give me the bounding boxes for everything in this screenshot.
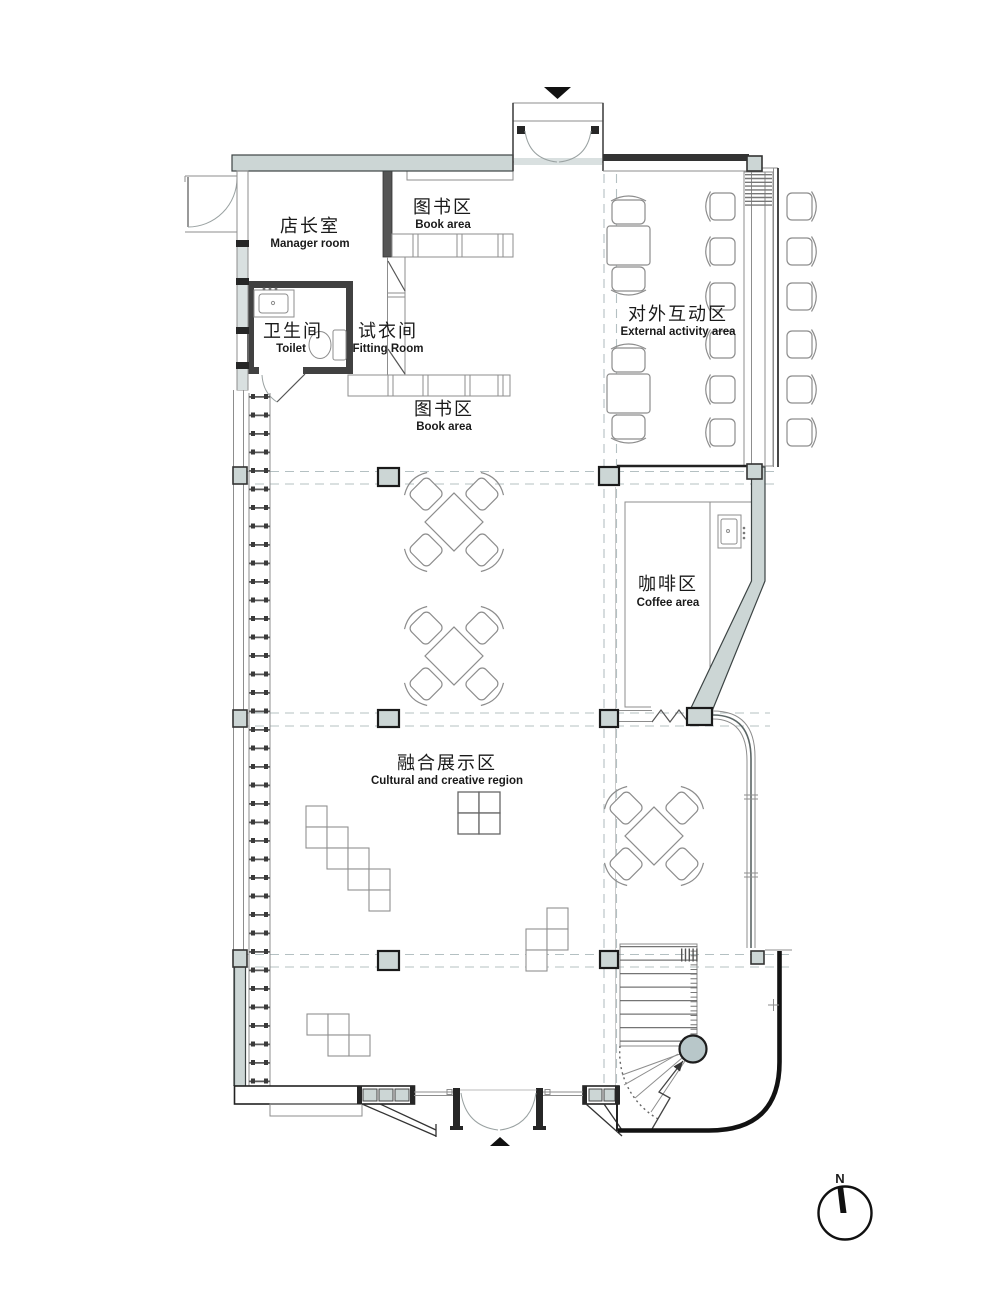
square-table-set bbox=[606, 195, 651, 296]
stair-fan-arc bbox=[618, 1045, 661, 1121]
label-coffee-zh: 咖啡区 bbox=[638, 574, 698, 594]
fitting-closet bbox=[387, 257, 406, 375]
west-entry-door bbox=[184, 175, 238, 233]
external-activity-area bbox=[606, 171, 817, 467]
direction-arrow bbox=[623, 1053, 684, 1130]
compass-needle bbox=[837, 1186, 847, 1213]
shelf-partition-wall bbox=[382, 170, 393, 258]
label-fitting-zh: 试衣间 bbox=[358, 321, 418, 341]
columns bbox=[232, 155, 765, 972]
cube-cluster-c bbox=[525, 907, 569, 972]
wall-column bbox=[232, 709, 248, 728]
label-toilet-en: Toilet bbox=[276, 343, 306, 355]
cube-cluster-d bbox=[306, 1013, 371, 1057]
angled-wall bbox=[689, 466, 766, 711]
label-external-zh: 对外互动区 bbox=[628, 304, 728, 324]
square-table-set bbox=[606, 343, 651, 444]
top-wall-east bbox=[603, 154, 749, 161]
wall-ladder-shelf bbox=[248, 393, 271, 1086]
wall-joint-marker bbox=[768, 999, 779, 1011]
folding-door bbox=[651, 709, 689, 723]
column bbox=[376, 708, 401, 729]
wall-column bbox=[232, 466, 248, 485]
column bbox=[746, 463, 763, 480]
north-compass: N bbox=[817, 1171, 873, 1241]
entry-arrow-north bbox=[544, 87, 571, 99]
cube-cluster-a bbox=[305, 805, 391, 912]
west-wall-upper bbox=[236, 170, 249, 391]
fitting-door-leaf bbox=[387, 348, 406, 375]
label-cultural-zh: 融合展示区 bbox=[397, 753, 497, 773]
label-fitting-en: Fitting Room bbox=[353, 343, 424, 355]
label-book-mid-zh: 图书区 bbox=[414, 399, 474, 419]
label-book-mid-en: Book area bbox=[416, 421, 472, 433]
diamond-tables bbox=[400, 468, 708, 890]
cube-cluster-b bbox=[457, 791, 501, 835]
window-bar-table bbox=[743, 171, 774, 467]
label-book-top-zh: 图书区 bbox=[413, 197, 473, 217]
entrance-south bbox=[414, 1088, 583, 1146]
label-manager-en: Manager room bbox=[270, 238, 349, 250]
stair-column bbox=[678, 1034, 708, 1064]
wall-column bbox=[232, 949, 248, 968]
door-sill bbox=[514, 158, 602, 165]
label-toilet-zh: 卫生间 bbox=[263, 321, 323, 341]
wc-toilet bbox=[308, 329, 347, 361]
table-set bbox=[400, 468, 508, 576]
label-external-en: External activity area bbox=[620, 326, 736, 338]
column bbox=[746, 155, 763, 172]
display-cubes bbox=[305, 791, 569, 1057]
label-book-top-en: Book area bbox=[415, 219, 471, 231]
label-manager-zh: 店长室 bbox=[280, 216, 340, 236]
west-wall-lower bbox=[233, 390, 247, 1087]
south-wall bbox=[233, 1085, 623, 1137]
column bbox=[597, 465, 621, 487]
table-set bbox=[400, 602, 508, 710]
label-coffee-en: Coffee area bbox=[637, 597, 700, 609]
top-wall-west bbox=[231, 154, 514, 172]
bookshelf-row-mid bbox=[347, 374, 511, 397]
entry-arrow-south bbox=[490, 1137, 510, 1146]
curved-glass-wall bbox=[712, 710, 758, 948]
toilet-door-swing bbox=[261, 374, 278, 403]
entrance-vestibule-north bbox=[512, 87, 604, 171]
compass-circle bbox=[817, 1185, 873, 1241]
outer-chair-row bbox=[786, 190, 817, 449]
toilet-door-leaf bbox=[276, 373, 306, 403]
bookshelf-row-top bbox=[391, 233, 514, 258]
column bbox=[598, 708, 620, 729]
column bbox=[376, 949, 401, 972]
sink bbox=[253, 287, 295, 318]
label-cultural-en: Cultural and creative region bbox=[371, 775, 523, 787]
coffee-counter bbox=[717, 514, 746, 549]
curved-wall bbox=[618, 951, 782, 1133]
fitting-door-leaf bbox=[387, 260, 406, 292]
spiral-stair bbox=[618, 943, 708, 1130]
compass-n-label: N bbox=[835, 1171, 844, 1186]
door-jamb bbox=[750, 950, 765, 965]
walls bbox=[184, 87, 792, 1146]
toilet-room bbox=[247, 281, 353, 403]
column bbox=[685, 706, 714, 727]
book-shelving bbox=[347, 170, 514, 397]
column bbox=[598, 949, 620, 970]
column bbox=[376, 466, 401, 488]
wall-shelf bbox=[406, 170, 514, 181]
room-labels: 店长室 Manager room 图书区 Book area 卫生间 Toile… bbox=[263, 197, 736, 787]
